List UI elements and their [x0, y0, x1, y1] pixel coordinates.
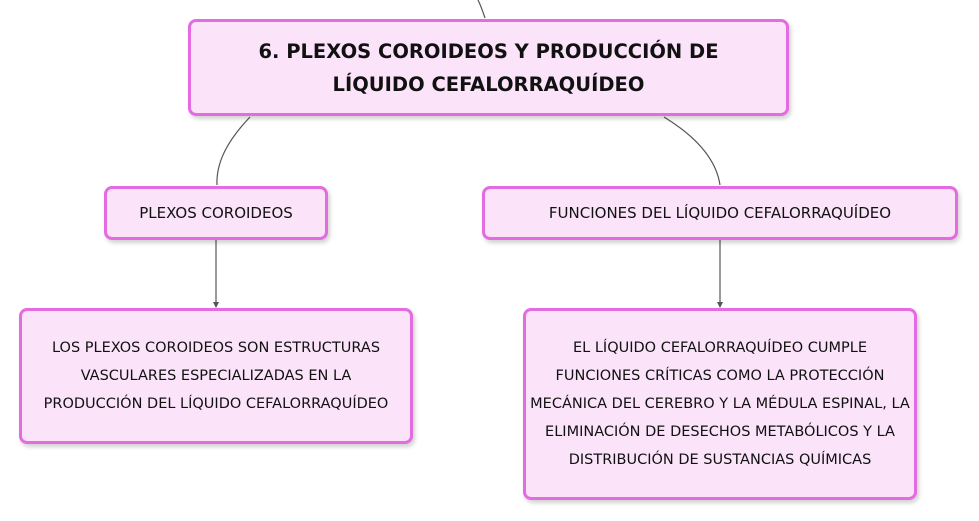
plexos-description-node[interactable]: LOS PLEXOS COROIDEOS SON ESTRUCTURAS VAS…	[19, 308, 413, 444]
connector-from-parent	[477, 0, 486, 19]
arrowhead-plexos	[213, 302, 219, 308]
connector-title-to-plexos	[216, 116, 251, 186]
funciones-lcr-node[interactable]: FUNCIONES DEL LÍQUIDO CEFALORRAQUÍDEO	[482, 186, 958, 240]
plexos-coroideos-label: PLEXOS COROIDEOS	[139, 204, 293, 222]
funciones-lcr-label: FUNCIONES DEL LÍQUIDO CEFALORRAQUÍDEO	[548, 204, 892, 222]
arrowhead-funciones	[717, 302, 723, 308]
central-topic-node[interactable]: 6. PLEXOS COROIDEOS Y PRODUCCIÓN DE LÍQU…	[188, 19, 789, 116]
funciones-description-node[interactable]: EL LÍQUIDO CEFALORRAQUÍDEO CUMPLE FUNCIO…	[523, 308, 917, 500]
plexos-description-text: LOS PLEXOS COROIDEOS SON ESTRUCTURAS VAS…	[43, 340, 389, 412]
connector-title-to-funciones	[663, 116, 721, 186]
funciones-description-text: EL LÍQUIDO CEFALORRAQUÍDEO CUMPLE FUNCIO…	[530, 340, 910, 468]
central-topic-text: 6. PLEXOS COROIDEOS Y PRODUCCIÓN DE LÍQU…	[258, 39, 719, 96]
plexos-coroideos-node[interactable]: PLEXOS COROIDEOS	[104, 186, 328, 240]
